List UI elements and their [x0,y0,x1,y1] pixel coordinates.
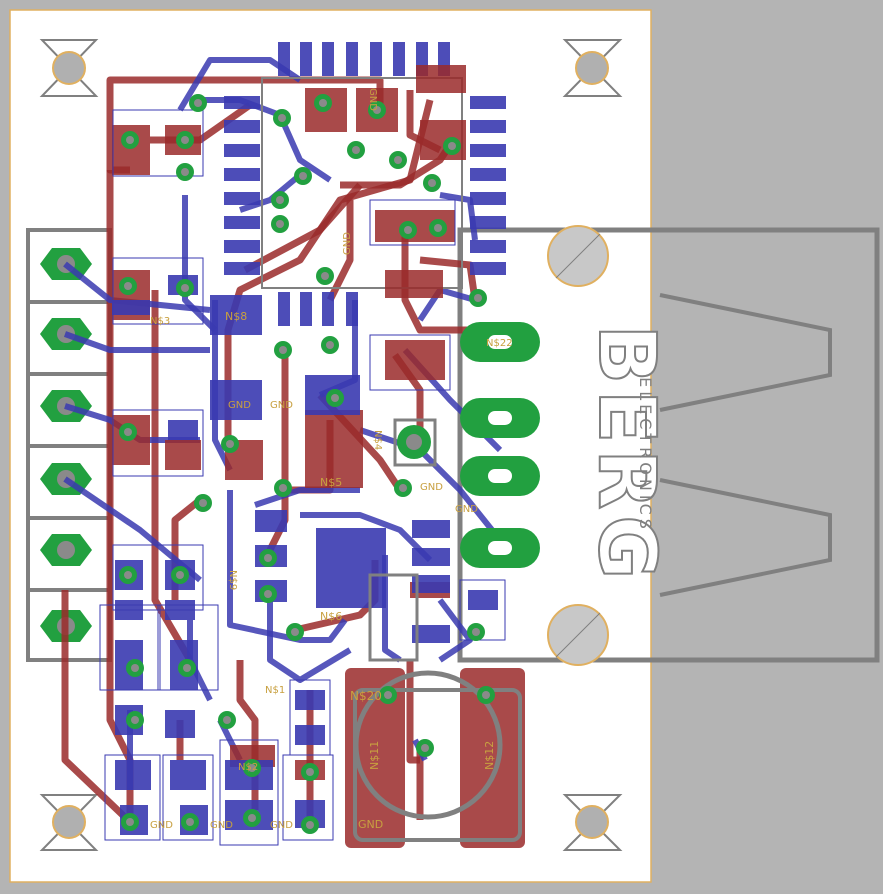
net-label: GND [270,400,293,411]
net-label: GND [270,820,293,831]
net-label: N$4 [372,430,383,450]
net-label: GND [420,482,443,493]
usb-pads [460,322,540,568]
usb-contact-lower [659,478,832,597]
net-label: N$8 [225,310,247,323]
component-outline [393,418,437,467]
net-label: N$1 [265,685,285,696]
ic-outline [261,77,463,289]
net-label: N$11 [368,741,381,770]
mount-hole-mark [555,233,601,279]
mount-hole-mark [555,612,601,658]
net-label: GND [367,88,378,111]
net-label: N$5 [320,476,342,489]
net-label: N$6 [320,610,342,623]
usb-contact-upper [659,293,832,412]
net-label: N$12 [483,741,496,770]
net-label: GND [228,400,251,411]
corner-mount-bottom-left [39,794,99,851]
crystal-body [353,688,522,842]
net-label: N$2 [238,762,258,773]
ic-qfp-pads [224,42,506,326]
corner-mount-bottom-right [562,794,623,851]
net-label: N$22 [486,338,513,349]
net-label: GND [210,820,233,831]
net-label: GND [150,820,173,831]
component-outline [368,573,419,662]
corner-mount-top-left [39,39,99,97]
corner-mount-top-right [562,39,623,97]
via-holes [124,99,490,829]
berg-logo: BERG ELECTRONICS [580,324,672,587]
net-label: GND [342,232,353,255]
logo-subtitle: ELECTRONICS [636,377,655,533]
net-label: N$9 [227,570,238,590]
terminal-block [26,228,112,662]
net-label: N$3 [150,316,170,327]
net-label: N$20 [350,689,382,703]
usb-connector-outline [457,227,880,663]
logo-text: BERG [581,325,671,586]
silkscreen-outlines [99,109,506,846]
net-label: GND [455,504,478,515]
net-label: GND [358,818,383,831]
